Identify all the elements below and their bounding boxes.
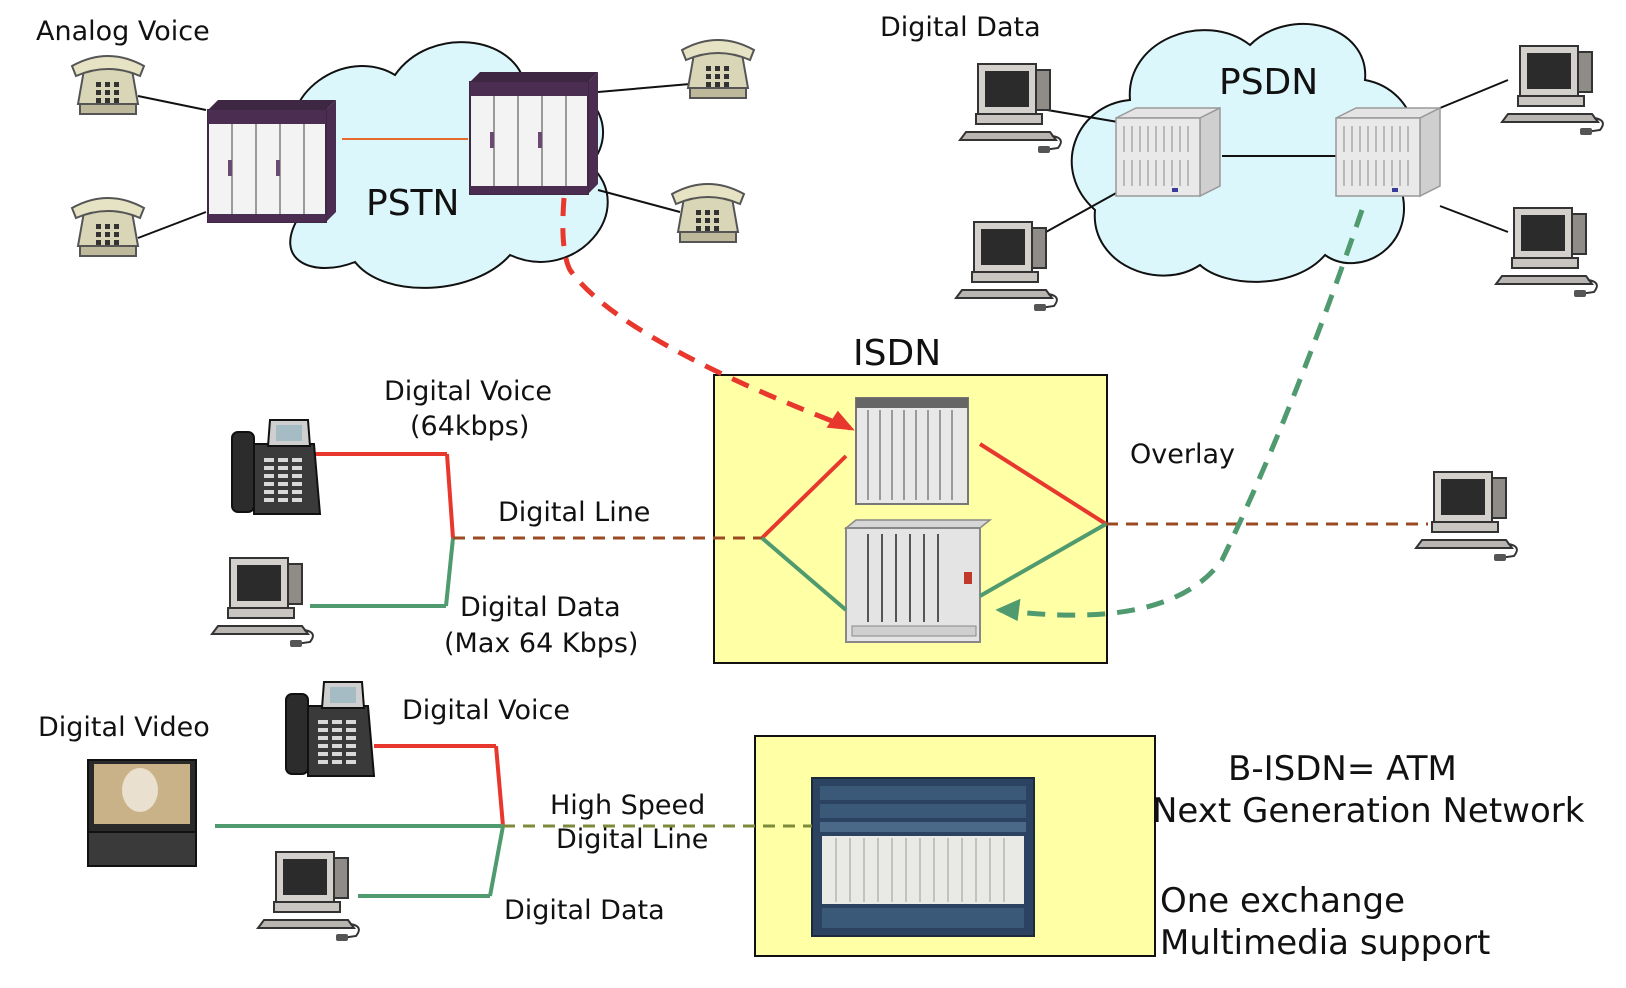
packet-switch-left-icon: [1115, 107, 1221, 197]
bisdn-connections: [215, 744, 812, 898]
analog-phone-icon: [71, 55, 145, 115]
overlay-computer-icon: [1415, 471, 1518, 562]
tv-monitor-icon: [87, 759, 197, 867]
isdn-data-exchange-icon: [843, 519, 993, 643]
psdn-label: PSDN: [1219, 62, 1318, 103]
psdn-links: [1009, 79, 1509, 253]
isdn-title: ISDN: [853, 333, 941, 374]
pstn-links: [137, 83, 691, 239]
overlay-label: Overlay: [1130, 439, 1235, 470]
isdn-connections: [307, 197, 1428, 622]
analog-phone-icon: [71, 197, 145, 257]
analog-voice-label: Analog Voice: [36, 16, 210, 47]
isdn-computer-icon: [211, 557, 314, 648]
bisdn-voice-label: Digital Voice: [402, 695, 570, 726]
bisdn-subtitle: Next Generation Network: [1152, 791, 1585, 831]
isdn-digital-phone-icon: [231, 419, 321, 515]
bisdn-feature-one: One exchange: [1160, 881, 1405, 921]
bisdn-data-label: Digital Data: [504, 895, 665, 926]
isdn-voice-label-line2: (64kbps): [410, 411, 529, 442]
bisdn-title: B-ISDN= ATM: [1228, 749, 1457, 789]
psdn-computer-icon: [955, 221, 1058, 312]
psdn-computer-icon: [1501, 45, 1604, 136]
high-speed-label: High Speed: [550, 790, 705, 821]
atm-switch-icon: [811, 777, 1035, 937]
analog-phone-icon: [681, 39, 755, 99]
packet-switch-right-icon: [1335, 107, 1441, 197]
digital-data-label: Digital Data: [880, 12, 1041, 43]
pstn-switch-left-icon: [207, 99, 337, 223]
isdn-voice-exchange-icon: [855, 397, 969, 505]
bisdn-feature-two: Multimedia support: [1160, 923, 1490, 963]
pstn-switch-right-icon: [469, 71, 599, 195]
bisdn-line-label: Digital Line: [556, 824, 708, 855]
analog-phone-icon: [671, 183, 745, 243]
bisdn-digital-phone-icon: [285, 681, 375, 777]
isdn-data-label-line1: Digital Data: [460, 592, 621, 623]
bisdn-computer-icon: [257, 851, 360, 942]
isdn-data-label-line2: (Max 64 Kbps): [444, 628, 638, 659]
isdn-line-label: Digital Line: [498, 497, 650, 528]
psdn-computer-icon: [959, 63, 1062, 154]
pstn-label: PSTN: [366, 183, 459, 224]
psdn-computer-icon: [1495, 207, 1598, 298]
digital-video-label: Digital Video: [38, 712, 210, 743]
isdn-voice-label-line1: Digital Voice: [384, 376, 552, 407]
